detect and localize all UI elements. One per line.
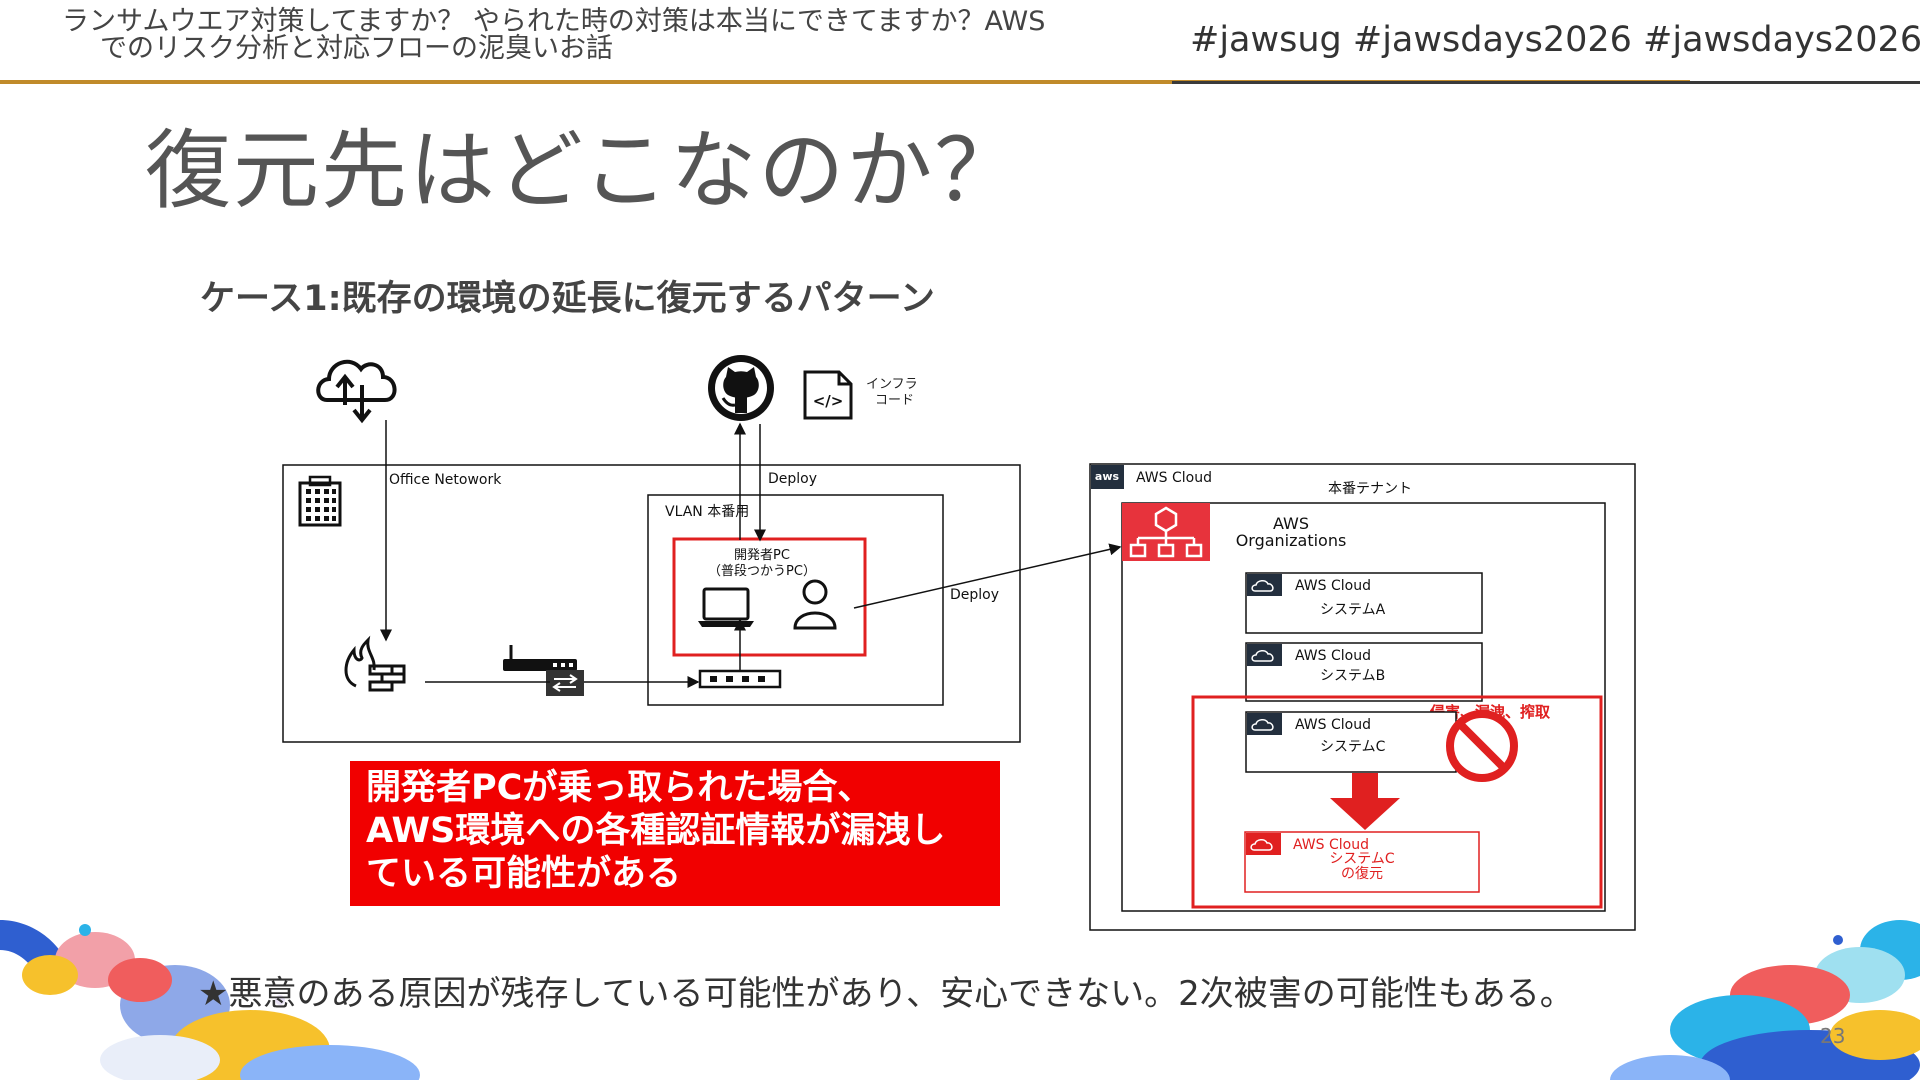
restored-label-2: の復元 bbox=[1341, 865, 1383, 882]
account-system-b: AWS Cloud システムB bbox=[1246, 643, 1482, 701]
deploy-label-top: Deploy bbox=[768, 471, 817, 487]
dev-pc-label-2: （普段つかうPC） bbox=[708, 564, 816, 579]
down-arrow-icon bbox=[1330, 773, 1400, 830]
header-rule-dark bbox=[1172, 81, 1920, 84]
user-icon bbox=[795, 581, 835, 628]
tenant-label: 本番テナント bbox=[1328, 481, 1412, 497]
warning-line-1: 開発者PCが乗っ取られた場合、 bbox=[366, 767, 984, 810]
bottom-note: ★悪意のある原因が残存している可能性があり、安心できない。2次被害の可能性もある… bbox=[198, 966, 1574, 1015]
svg-text:</>: </> bbox=[813, 392, 844, 410]
office-network-label: Office Netowork bbox=[389, 472, 502, 488]
case-title: ケース1:既存の環境の延長に復元するパターン bbox=[200, 270, 935, 321]
infra-code-label-2: コード bbox=[875, 393, 914, 408]
account-system-c: AWS Cloud システムC bbox=[1246, 712, 1456, 772]
aws-logo-text: aws bbox=[1095, 470, 1120, 483]
account-c-system-label: システムC bbox=[1320, 739, 1386, 755]
switch-icon bbox=[546, 670, 584, 696]
event-hashtags: #jawsug #jawsdays2026 #jawsdays2026_x bbox=[1190, 20, 1920, 60]
account-b-system-label: システムB bbox=[1320, 668, 1385, 684]
restored-label-1: システムC bbox=[1329, 851, 1395, 867]
vlan-frame bbox=[648, 495, 943, 705]
presentation-title-line2: でのリスク分析と対応フローの泥臭いお話 bbox=[62, 35, 1172, 62]
aws-organizations-icon bbox=[1122, 503, 1210, 561]
account-a-cloud-label: AWS Cloud bbox=[1295, 578, 1371, 594]
account-b-cloud-label: AWS Cloud bbox=[1295, 648, 1371, 664]
firewall-icon bbox=[346, 640, 404, 690]
account-system-c-restored: AWS Cloud システムC の復元 bbox=[1245, 832, 1479, 892]
slide-title: 復元先はどこなのか？ bbox=[145, 100, 1022, 225]
decorative-cloud-right bbox=[1560, 880, 1920, 1080]
prohibited-icon bbox=[1450, 714, 1514, 778]
warning-callout: 開発者PCが乗っ取られた場合、 AWS環境への各種認証情報が漏洩し ている可能性… bbox=[350, 761, 1000, 906]
presentation-title: ランサムウエア対策してますか？ やられた時の対策は本当にできてますか？AWS で… bbox=[62, 8, 1172, 62]
aws-cloud-outer-label: AWS Cloud bbox=[1136, 470, 1212, 486]
account-c-cloud-label: AWS Cloud bbox=[1295, 717, 1371, 733]
account-a-system-label: システムA bbox=[1320, 602, 1386, 618]
infra-code-label-1: インフラ bbox=[866, 377, 918, 392]
router-icon bbox=[503, 645, 577, 671]
network-hub-icon bbox=[700, 671, 780, 687]
dev-pc-label-1: 開発者PC bbox=[734, 548, 790, 563]
laptop-icon bbox=[698, 589, 754, 627]
page-number: 23 bbox=[1820, 1024, 1845, 1048]
deploy-label-right: Deploy bbox=[950, 587, 999, 603]
vlan-label: VLAN 本番用 bbox=[665, 504, 749, 520]
cloud-upload-download-icon bbox=[318, 362, 394, 420]
github-icon bbox=[708, 355, 774, 421]
warning-line-2: AWS環境への各種認証情報が漏洩し bbox=[366, 810, 984, 853]
orgs-label-2: Organizations bbox=[1236, 531, 1347, 550]
office-network-frame bbox=[283, 465, 1020, 742]
code-file-icon: </> bbox=[805, 372, 851, 418]
account-system-a: AWS Cloud システムA bbox=[1246, 573, 1482, 633]
office-building-icon bbox=[300, 477, 340, 525]
warning-line-3: ている可能性がある bbox=[366, 853, 984, 896]
